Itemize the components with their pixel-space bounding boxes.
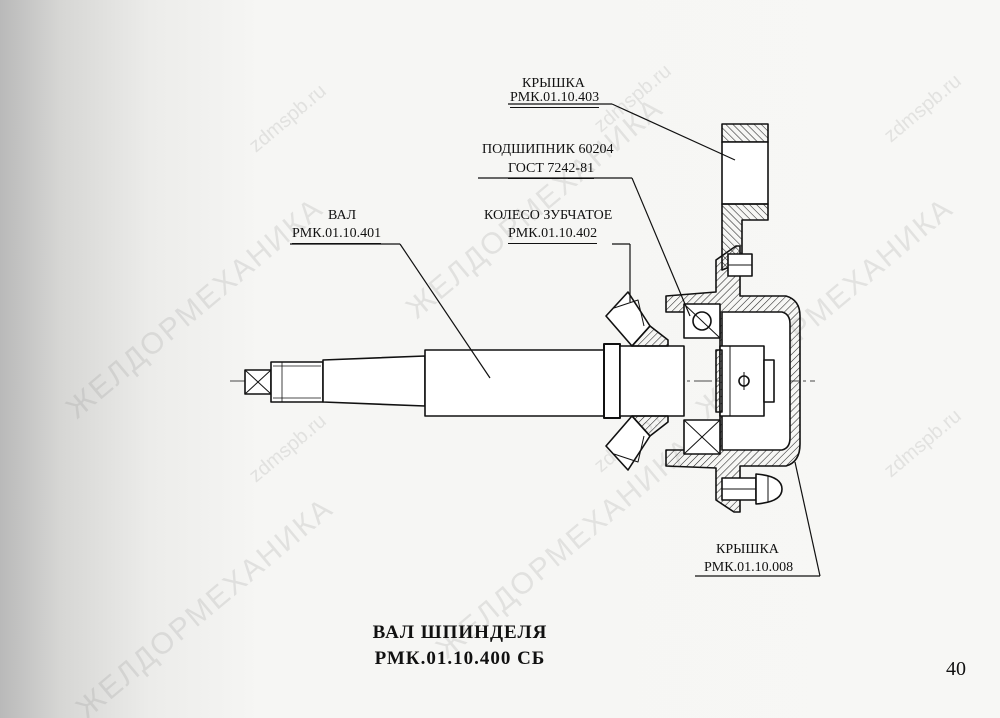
bevel-gear: [605, 291, 669, 471]
lower-bolt: [721, 473, 783, 505]
drawing-title: ВАЛ ШПИНДЕЛЯ: [372, 622, 548, 643]
label-bottom-cover-code: РМК.01.10.008: [704, 560, 794, 575]
label-bottom-cover-name: КРЫШКА: [716, 542, 779, 557]
shaft-square-end: [244, 369, 272, 395]
lock-nut: [715, 345, 775, 417]
hub-flange: [603, 343, 621, 419]
label-top-cover-code: РМК.01.10.403: [510, 90, 600, 108]
upper-bolt: [727, 253, 753, 277]
shaft-threaded-section: [270, 361, 324, 403]
lower-bearing: [683, 419, 721, 455]
shaft-body: [322, 349, 609, 417]
top-cover: [721, 123, 769, 271]
label-gear-name: КОЛЕСО ЗУБЧАТОЕ: [484, 208, 613, 223]
leader-lines: [290, 103, 821, 577]
label-shaft-name: ВАЛ: [328, 208, 357, 223]
label-bearing-code: ГОСТ 7242-81: [508, 161, 595, 179]
label-gear-code: РМК.01.10.402: [508, 226, 598, 244]
label-bearing-name: ПОДШИПНИК 60204: [482, 142, 614, 157]
drawing-code: РМК.01.10.400 СБ: [374, 648, 546, 669]
page-number: 40: [946, 658, 966, 680]
upper-bearing: [683, 303, 721, 339]
label-shaft-code: РМК.01.10.401: [292, 226, 382, 244]
hub-sleeve: [619, 345, 685, 417]
label-top-cover-name: КРЫШКА: [522, 76, 585, 91]
